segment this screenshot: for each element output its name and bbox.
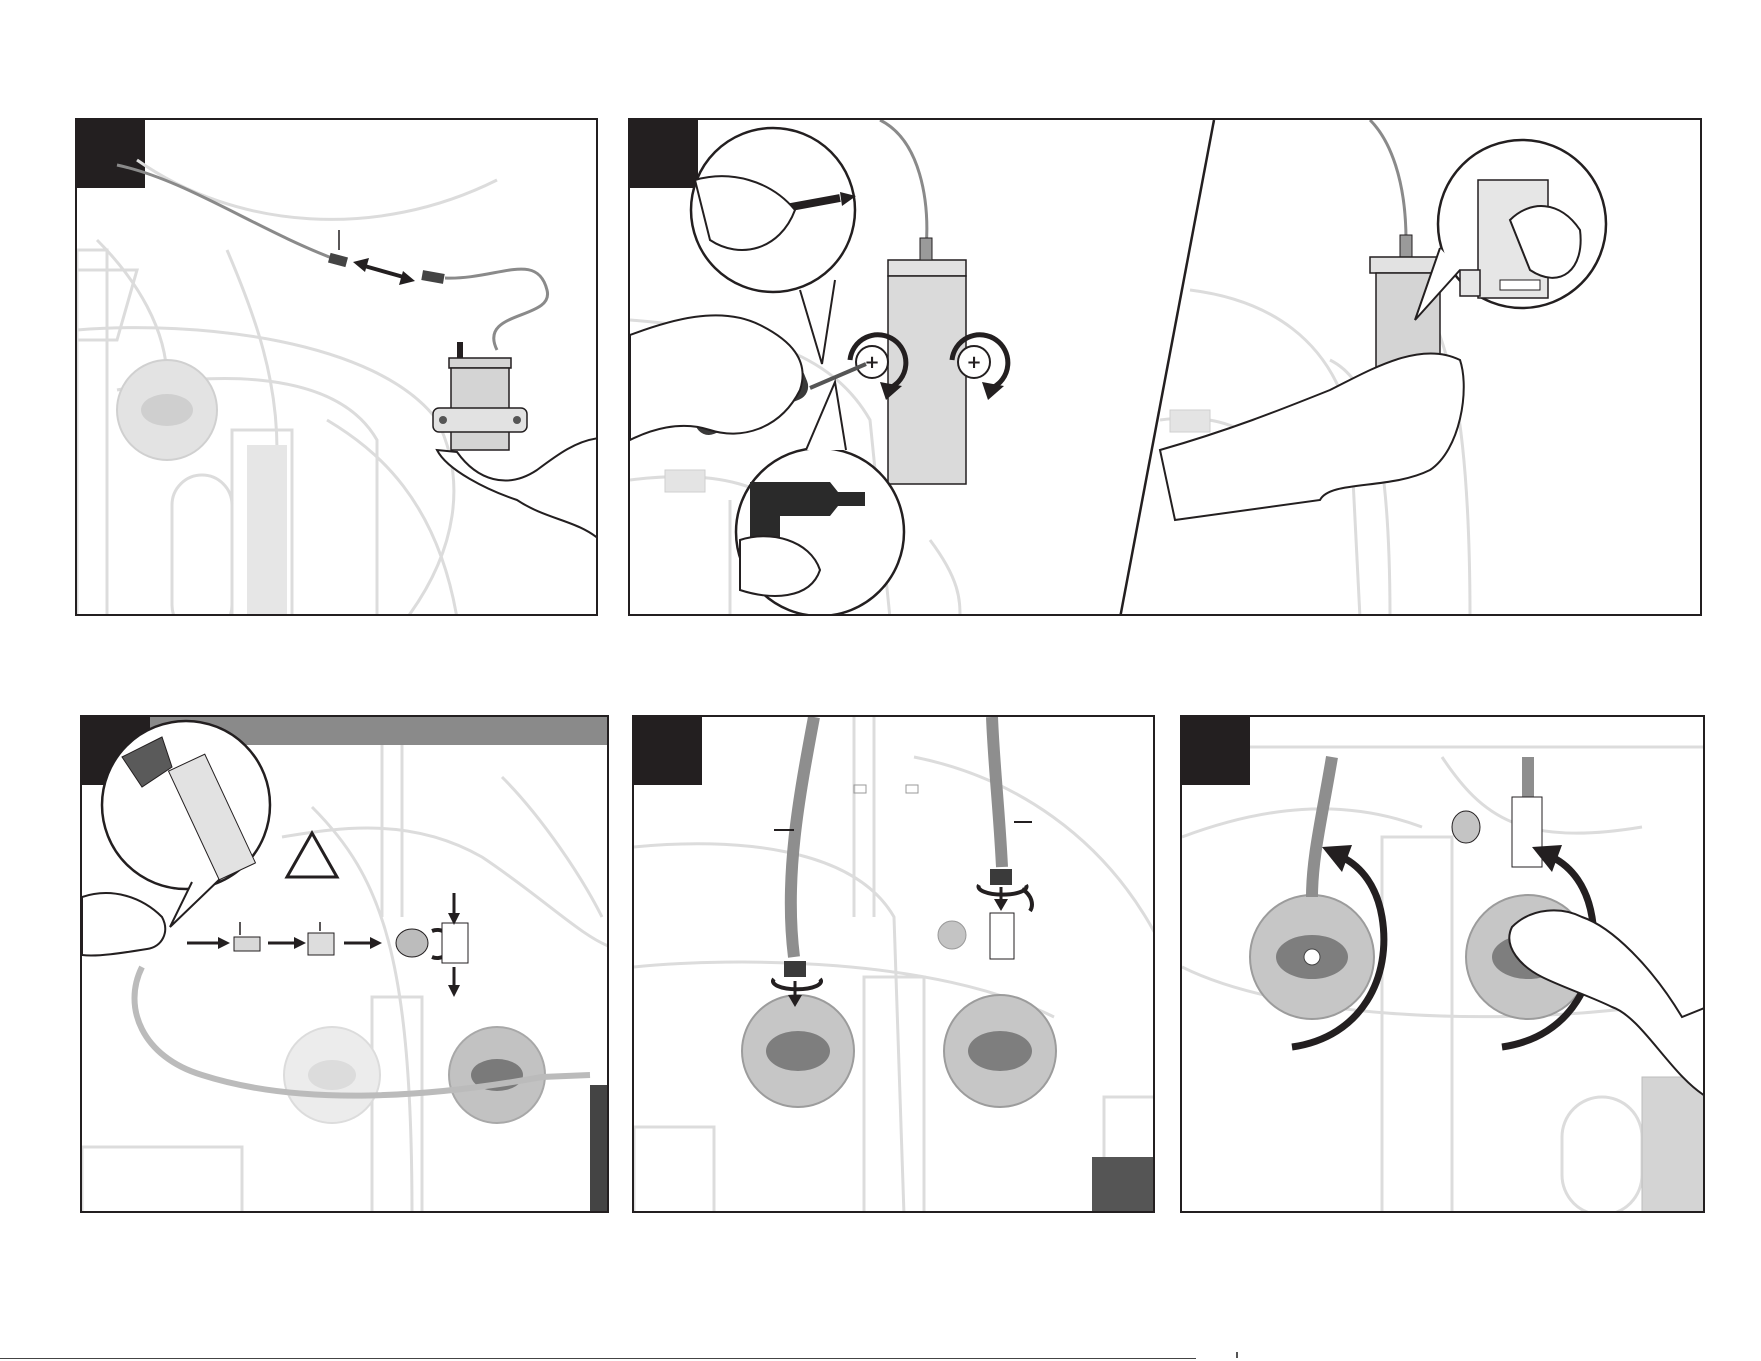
hand-tubing (82, 893, 165, 955)
braided-hose-right (992, 717, 1002, 867)
sensor-cable (117, 165, 337, 260)
tee-fitting (1512, 797, 1542, 867)
hand-mount-box (1160, 353, 1464, 520)
callout-box-slot (1415, 140, 1606, 320)
svg-text:+: + (966, 352, 981, 373)
footer-mark (1236, 1352, 1238, 1358)
illustration-cut-tubing (82, 717, 609, 1213)
hand-screwdriver (630, 315, 803, 440)
panel-open-valves (1180, 715, 1705, 1213)
panel-connect-cable (75, 118, 598, 616)
rotate-icon (773, 979, 821, 989)
footer-rule (0, 1358, 1196, 1359)
svg-text:+: + (864, 352, 879, 373)
tee-fitting (990, 913, 1014, 959)
sensor-cable (880, 120, 927, 250)
braided-hose-left (791, 717, 814, 957)
panel-cut-tubing-assemble (80, 715, 609, 1213)
illustration-connect-hoses (634, 717, 1155, 1213)
panel-connect-supply-hoses (632, 715, 1155, 1213)
illustration-open-valves (1182, 717, 1705, 1213)
connect-arrow-icon (353, 258, 415, 285)
sensor-box (433, 342, 527, 450)
illustration-connect-cable (77, 120, 598, 616)
mounting-template: + + (856, 238, 990, 484)
panel-mount-sensor-box: + + (628, 118, 1702, 616)
scene-divider (1120, 120, 1214, 616)
assembly-sequence (187, 893, 468, 997)
tee-fitting (442, 923, 468, 963)
illustration-mount-sensor-box: + + (630, 120, 1702, 616)
braided-hose-left (1312, 757, 1332, 897)
filter-cartridge-faded (247, 445, 287, 615)
ferrule-fitting (308, 933, 334, 955)
compression-nut (234, 937, 260, 951)
hand-holding-box (437, 438, 598, 540)
cable-connector-male (328, 253, 348, 267)
cable-connector-female (421, 270, 444, 284)
warning-triangle-icon (287, 833, 337, 877)
